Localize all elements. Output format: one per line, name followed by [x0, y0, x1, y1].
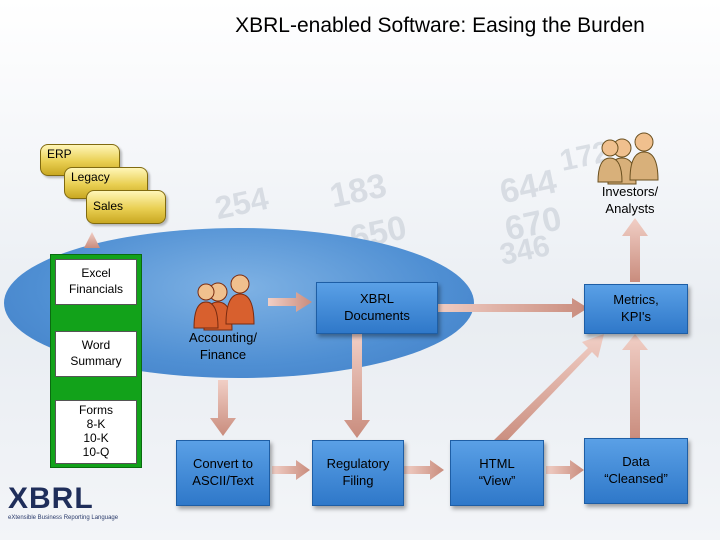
arrow-regulatory-html	[404, 460, 444, 480]
arrow-html-metrics	[494, 334, 604, 446]
arrow-xbrl-metrics	[430, 298, 588, 318]
metrics-kpis-box: Metrics, KPI's	[584, 284, 688, 334]
arrow-xbrl-regulatory	[344, 334, 370, 438]
investors-people-icon	[597, 132, 659, 185]
html-view-box: HTML “View”	[450, 440, 544, 506]
arrow-sales-excel	[84, 232, 100, 248]
xbrl-logo-text: XBRL	[8, 482, 94, 515]
word-summary-box: Word Summary	[55, 331, 137, 377]
xbrl-documents-box: XBRL Documents	[316, 282, 438, 334]
arrow-accounting-ascii	[210, 380, 236, 436]
excel-financials-box: Excel Financials	[55, 259, 137, 305]
arrow-ascii-regulatory	[272, 460, 310, 480]
arrow-metrics-investors	[622, 218, 648, 282]
xbrl-logo-tagline: eXtensible Business Reporting Language	[8, 515, 119, 521]
data-cleansed-box: Data “Cleansed”	[584, 438, 688, 504]
page-title: XBRL-enabled Software: Easing the Burden	[235, 14, 645, 37]
xbrl-logo: XBRL eXtensible Business Reporting Langu…	[8, 484, 128, 534]
accounting-people-icon	[193, 274, 255, 331]
investors-analysts-label: Investors/ Analysts	[601, 184, 659, 216]
sales-database: Sales	[86, 190, 166, 224]
arrow-cleansed-metrics	[622, 334, 648, 440]
regulatory-filing-box: Regulatory Filing	[312, 440, 404, 506]
arrow-accounting-xbrl	[268, 292, 312, 312]
accounting-finance-label: Accounting/ Finance	[189, 330, 257, 362]
arrow-html-cleansed	[546, 460, 584, 480]
convert-ascii-box: Convert to ASCII/Text	[176, 440, 270, 506]
forms-box: Forms 8-K 10-K 10-Q	[55, 400, 137, 464]
